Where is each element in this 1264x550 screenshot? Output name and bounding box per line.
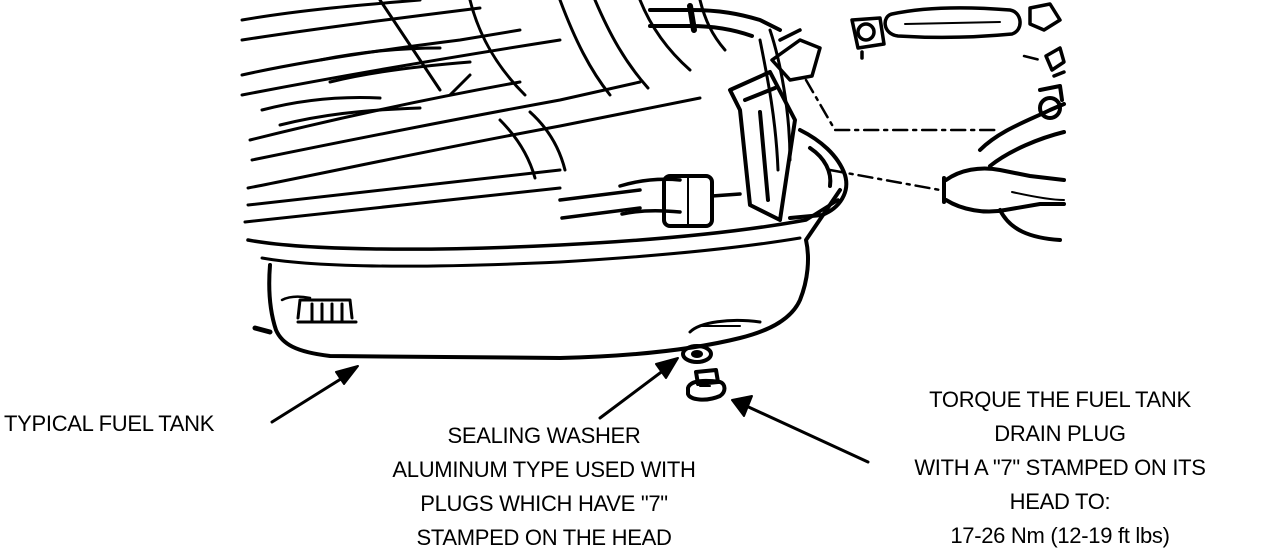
callout-arrows	[270, 357, 870, 464]
fuel-tank-callout: TYPICAL FUEL TANK	[4, 407, 214, 441]
drain-plug-icon	[686, 368, 727, 402]
washer-line-1: SEALING WASHER	[447, 423, 641, 448]
torque-spec-callout: TORQUE THE FUEL TANK DRAIN PLUG WITH A "…	[860, 383, 1260, 550]
washer-line-3: PLUGS WHICH HAVE "7"	[420, 491, 668, 516]
sealing-washer-callout: SEALING WASHER ALUMINUM TYPE USED WITH P…	[352, 419, 736, 550]
fuel-sender-assembly	[942, 84, 1066, 242]
fuel-filter-icon	[662, 174, 742, 228]
torque-line-1: TORQUE THE FUEL TANK	[929, 387, 1191, 412]
washer-line-4: STAMPED ON THE HEAD	[416, 525, 672, 550]
leader-lines	[804, 54, 1042, 192]
torque-line-5: 17-26 Nm (12-19 ft lbs)	[950, 523, 1170, 548]
torque-line-2: DRAIN PLUG	[994, 421, 1126, 446]
tank-marking	[296, 298, 358, 324]
torque-line-3: WITH A "7" STAMPED ON ITS	[914, 455, 1206, 480]
drain-plug-arrow	[740, 402, 870, 464]
fuel-tank-icon	[246, 188, 842, 360]
washer-arrow	[598, 362, 674, 420]
fuel-line-assembly	[558, 3, 792, 228]
underbody-frame	[240, 0, 727, 224]
connector-hardware	[770, 2, 1066, 82]
tank-bracket	[728, 70, 849, 222]
washer-line-2: ALUMINUM TYPE USED WITH	[392, 457, 696, 482]
sealing-washer-icon	[681, 344, 713, 364]
fuel-tank-arrow	[270, 370, 354, 424]
torque-line-4: HEAD TO:	[1009, 489, 1111, 514]
fuel-tank-label: TYPICAL FUEL TANK	[4, 411, 215, 436]
